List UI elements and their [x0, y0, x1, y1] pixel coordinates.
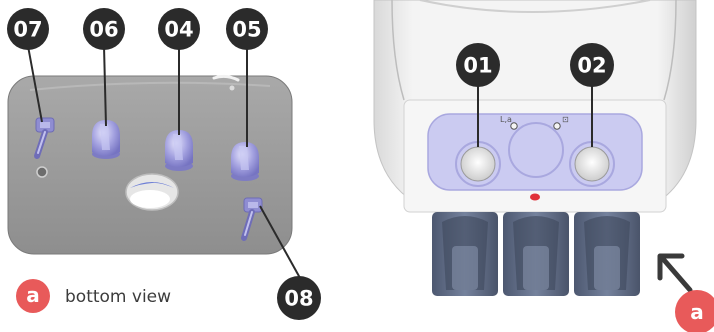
- indicator-left: L,a: [500, 115, 518, 130]
- red-led: [530, 193, 540, 201]
- front-view: L,a ⊡: [373, 0, 697, 296]
- callout-08: 08: [277, 276, 321, 320]
- holder-middle: [503, 212, 569, 296]
- button-02[interactable]: [569, 141, 615, 187]
- button-01[interactable]: [455, 141, 501, 187]
- view-badge-right-letter: a: [690, 300, 704, 324]
- callout-08-label: 08: [284, 287, 313, 311]
- view-label: a bottom view: [16, 279, 171, 313]
- view-direction-arrow: [657, 253, 693, 293]
- callout-05: 05: [226, 8, 268, 50]
- bottom-view-panel: [7, 74, 293, 255]
- view-badge-letter: a: [26, 283, 40, 307]
- view-badge: [16, 279, 50, 313]
- knob-05[interactable]: [231, 142, 259, 181]
- indicator-right-mark: ⊡: [562, 115, 569, 124]
- indicator-right: ⊡: [553, 115, 569, 130]
- bowl: [125, 173, 179, 211]
- toggle-switch-07[interactable]: [34, 117, 55, 159]
- callout-05-label: 05: [232, 18, 261, 42]
- toggle-switch-08[interactable]: [241, 197, 263, 241]
- callout-04-label: 04: [164, 18, 193, 42]
- holder-left: [432, 212, 498, 296]
- callout-07: 07: [7, 8, 49, 50]
- callout-07-label: 07: [13, 18, 42, 42]
- screw-hole: [36, 166, 48, 178]
- callout-01-label: 01: [463, 54, 492, 78]
- callout-01: 01: [456, 43, 500, 87]
- view-caption: bottom view: [65, 287, 171, 307]
- panel-center-ring: [508, 122, 564, 178]
- small-hole: [229, 85, 235, 91]
- knob-06[interactable]: [92, 120, 120, 159]
- callout-02-label: 02: [577, 54, 606, 78]
- base-top-edge: [29, 81, 271, 91]
- callout-06: 06: [83, 8, 125, 50]
- holder-right: [574, 212, 640, 296]
- leader-lines-left: [27, 45, 301, 279]
- leader-lines-right: [477, 85, 593, 147]
- view-badge-right: a: [675, 290, 714, 332]
- knob-04[interactable]: [165, 130, 193, 171]
- indicator-left-mark: L,a: [500, 115, 512, 124]
- callout-02: 02: [570, 43, 614, 87]
- callout-06-label: 06: [89, 18, 118, 42]
- base-plate: [7, 75, 293, 255]
- callout-04: 04: [158, 8, 200, 50]
- small-mark: [212, 74, 240, 82]
